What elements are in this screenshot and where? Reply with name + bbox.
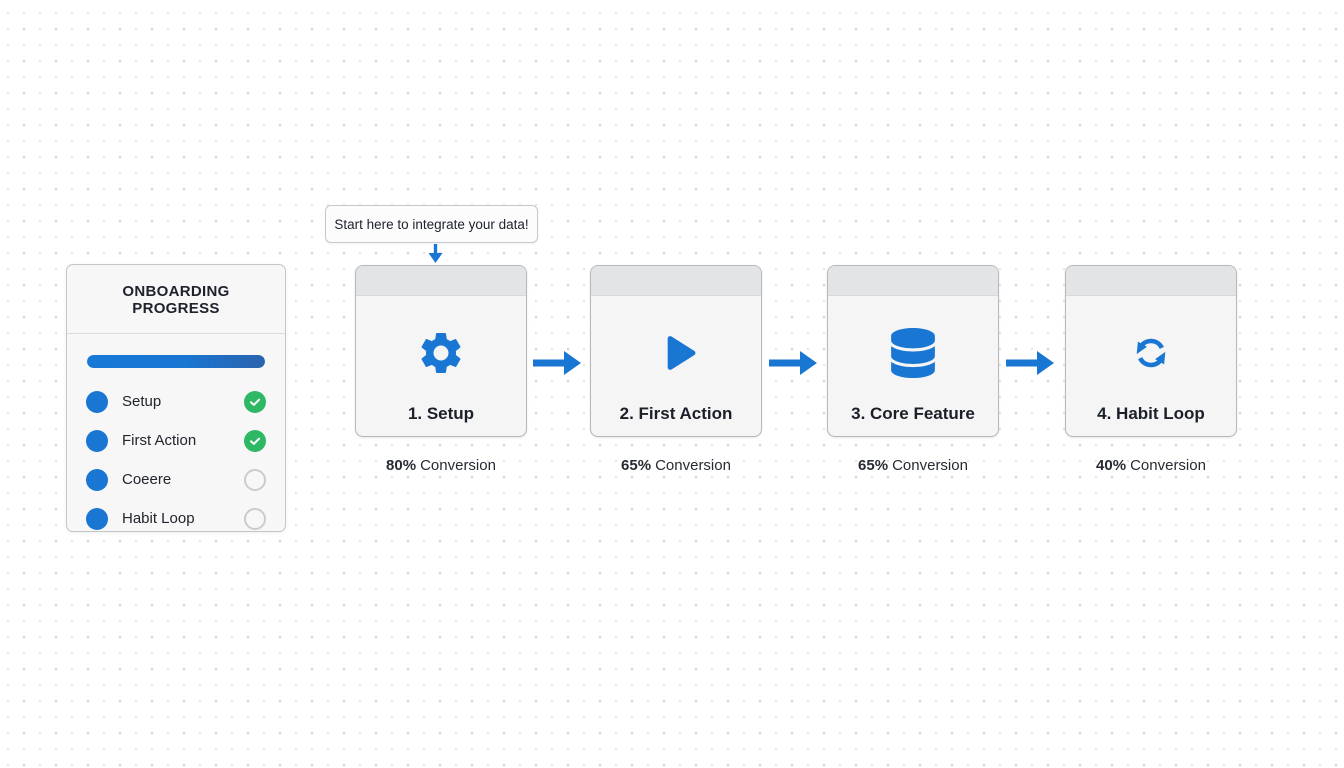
conversion-value: 80% bbox=[386, 457, 417, 474]
onboarding-progress-panel: ONBOARDING PROGRESS Setup First Action bbox=[66, 264, 286, 532]
database-icon bbox=[891, 328, 935, 378]
card-header bbox=[828, 266, 998, 296]
empty-circle-icon bbox=[244, 468, 266, 491]
list-item: Setup bbox=[67, 382, 285, 421]
card-body: 2. First Action bbox=[591, 296, 761, 436]
step-title: 4. Habit Loop bbox=[1097, 404, 1205, 423]
list-item: Coeere bbox=[67, 460, 285, 499]
conversion-text: Conversion bbox=[892, 457, 968, 474]
card-body: 4. Habit Loop bbox=[1066, 296, 1236, 436]
dot-icon bbox=[86, 468, 108, 491]
conversion-value: 65% bbox=[858, 457, 889, 474]
tooltip-text: Start here to integrate your data! bbox=[334, 216, 529, 232]
progress-bar bbox=[87, 355, 265, 368]
conversion-label: 40%Conversion bbox=[1065, 457, 1237, 474]
checklist: Setup First Action Coeere bbox=[67, 382, 285, 538]
step-card-core-feature[interactable]: 3. Core Feature bbox=[827, 265, 999, 437]
conversion-text: Conversion bbox=[1130, 457, 1206, 474]
dot-icon bbox=[86, 429, 108, 452]
step-card-setup[interactable]: 1. Setup bbox=[355, 265, 527, 437]
step-card-habit-loop[interactable]: 4. Habit Loop bbox=[1065, 265, 1237, 437]
arrow-right-icon bbox=[769, 349, 817, 377]
progress-bar-fill bbox=[87, 355, 265, 368]
dot-icon bbox=[86, 507, 108, 530]
conversion-label: 65%Conversion bbox=[827, 457, 999, 474]
list-item-label: Coeere bbox=[122, 471, 172, 488]
step-card-first-action[interactable]: 2. First Action bbox=[590, 265, 762, 437]
check-circle-icon bbox=[244, 390, 266, 413]
dot-icon bbox=[86, 390, 108, 413]
conversion-text: Conversion bbox=[655, 457, 731, 474]
play-icon bbox=[651, 328, 701, 378]
card-header bbox=[1066, 266, 1236, 296]
panel-title: ONBOARDING PROGRESS bbox=[67, 265, 285, 334]
empty-circle-icon bbox=[244, 507, 266, 530]
conversion-text: Conversion bbox=[420, 457, 496, 474]
step-title: 3. Core Feature bbox=[851, 404, 975, 423]
conversion-value: 65% bbox=[621, 457, 652, 474]
list-item: Habit Loop bbox=[67, 499, 285, 538]
card-body: 1. Setup bbox=[356, 296, 526, 436]
tooltip: Start here to integrate your data! bbox=[325, 205, 538, 243]
list-item: First Action bbox=[67, 421, 285, 460]
list-item-label: Habit Loop bbox=[122, 510, 195, 527]
step-title: 2. First Action bbox=[619, 404, 733, 423]
check-circle-icon bbox=[244, 429, 266, 452]
conversion-label: 80%Conversion bbox=[355, 457, 527, 474]
step-title: 1. Setup bbox=[407, 404, 475, 423]
card-body: 3. Core Feature bbox=[828, 296, 998, 436]
card-header bbox=[356, 266, 526, 296]
arrow-right-icon bbox=[1006, 349, 1054, 377]
conversion-label: 65%Conversion bbox=[590, 457, 762, 474]
loop-icon bbox=[1126, 328, 1176, 378]
gear-icon bbox=[416, 328, 466, 378]
arrow-right-icon bbox=[533, 349, 581, 377]
list-item-label: Setup bbox=[122, 393, 162, 410]
arrow-down-icon bbox=[428, 244, 443, 269]
card-header bbox=[591, 266, 761, 296]
conversion-value: 40% bbox=[1096, 457, 1127, 474]
list-item-label: First Action bbox=[122, 432, 197, 449]
